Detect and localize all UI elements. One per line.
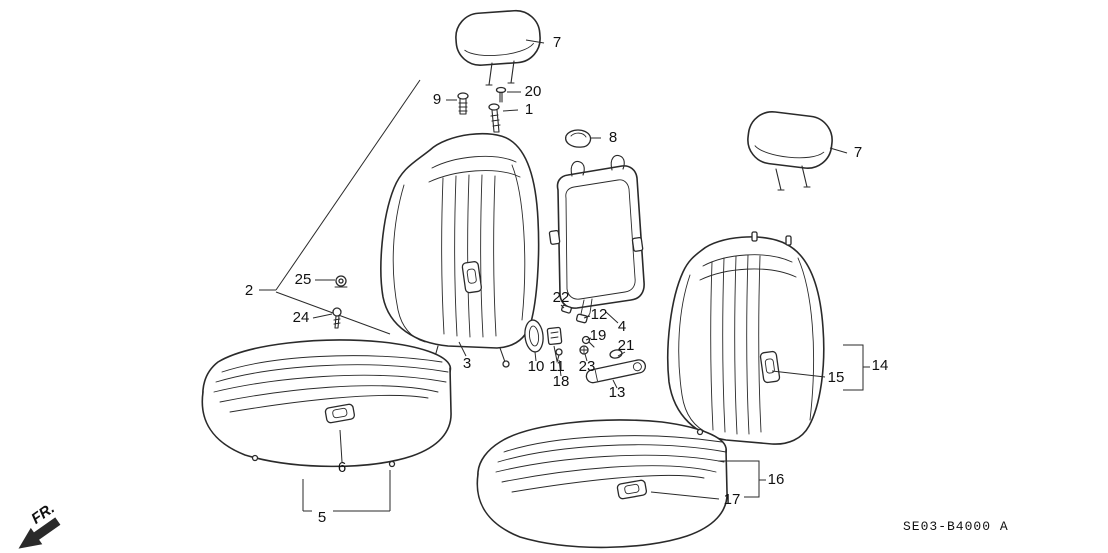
clip-12 [575, 313, 588, 324]
clip-22 [561, 304, 572, 314]
fr-arrow-head [18, 527, 43, 549]
bezel-10 [524, 319, 544, 353]
callout-4: 4 [618, 318, 626, 335]
callout-15: 15 [828, 369, 845, 386]
callout-20: 20 [525, 83, 542, 100]
screw-18 [555, 348, 563, 363]
bolt-23 [579, 345, 589, 355]
callout-18: 18 [553, 373, 570, 390]
callout-21: 21 [618, 337, 635, 354]
callout-2: 2 [245, 282, 253, 299]
recliner-handle-13 [585, 359, 647, 384]
leader-lines [302, 39, 870, 512]
small-parts [332, 86, 647, 384]
cushion-left [201, 339, 452, 468]
callout-13: 13 [609, 384, 626, 401]
callout-8: 8 [609, 129, 617, 146]
knob-11 [546, 326, 563, 346]
callout-16: 16 [768, 471, 785, 488]
callout-9: 9 [433, 91, 441, 108]
grommet-25 [334, 275, 348, 288]
frame-hook-right [610, 154, 625, 171]
callout-5: 5 [318, 509, 326, 526]
callout-17: 17 [724, 491, 741, 508]
callout-23: 23 [579, 358, 596, 375]
callout-24: 24 [293, 309, 310, 326]
screw-24 [332, 307, 342, 329]
callout-22: 22 [553, 289, 570, 306]
callout-7-right: 7 [854, 144, 862, 161]
callout-25: 25 [295, 271, 312, 288]
callout-12: 12 [591, 306, 608, 323]
fr-arrow-shaft [32, 517, 61, 541]
callout-11: 11 [549, 358, 565, 375]
seatback-right-bezel [759, 350, 781, 384]
fr-arrow: FR. [18, 500, 61, 549]
cushion-right-bezel [616, 479, 648, 500]
callout-6: 6 [338, 459, 346, 476]
seatback-left-bezel [461, 261, 483, 294]
clip-8 [565, 129, 592, 148]
callout-3: 3 [463, 355, 471, 372]
callout-14: 14 [872, 357, 889, 374]
callout-19: 19 [590, 327, 607, 344]
cap-21 [609, 349, 623, 359]
pin-20 [495, 86, 507, 103]
cushion-right [476, 419, 728, 549]
headrest-right [747, 111, 833, 191]
frame-hook-left [570, 160, 585, 177]
seatback-right [665, 231, 825, 458]
bolt-9 [457, 92, 469, 115]
bolt-1 [488, 103, 501, 133]
headrest-left [455, 9, 541, 86]
cushion-left-bezel [324, 403, 356, 424]
part-code: SE03-B4000 A [903, 519, 1009, 534]
callout-1: 1 [525, 101, 533, 118]
seatback-left [380, 132, 540, 368]
callout-7-left: 7 [553, 34, 561, 51]
callout-10: 10 [528, 358, 545, 375]
